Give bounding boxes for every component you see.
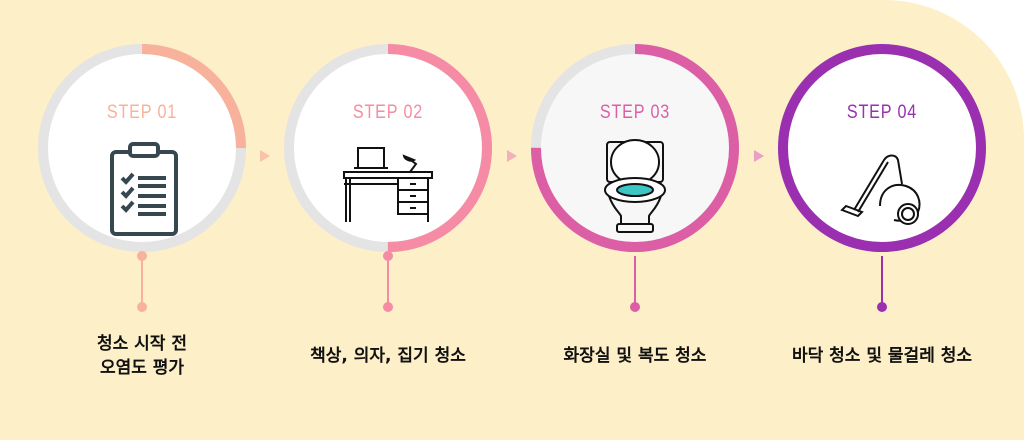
toilet-icon bbox=[604, 139, 666, 233]
arrow-icon bbox=[260, 150, 270, 162]
connector-line bbox=[881, 256, 883, 310]
caption-line: 청소 시작 전 bbox=[96, 334, 188, 354]
connector-dot bbox=[383, 251, 393, 261]
connector-dot bbox=[137, 302, 147, 312]
step-label: STEP 02 bbox=[352, 102, 424, 123]
arrow-icon bbox=[754, 150, 764, 162]
vacuum-cleaner-icon bbox=[840, 154, 921, 225]
step-caption: 바닥 청소 및 물걸레 청소 bbox=[762, 344, 1002, 368]
step-label: STEP 04 bbox=[846, 102, 918, 123]
step-caption: 책상, 의자, 집기 청소 bbox=[268, 344, 508, 368]
connector-line bbox=[141, 256, 143, 310]
progress-ring bbox=[284, 44, 492, 252]
caption-line: 책상, 의자, 집기 청소 bbox=[310, 346, 466, 366]
step-label: STEP 01 bbox=[106, 102, 178, 123]
caption-line: 바닥 청소 및 물걸레 청소 bbox=[791, 346, 973, 366]
arrow-icon bbox=[507, 150, 517, 162]
connector-dot bbox=[877, 302, 887, 312]
clipboard-checklist-icon bbox=[110, 142, 178, 236]
caption-line: 오염도 평가 bbox=[99, 358, 185, 378]
connector-dot bbox=[137, 251, 147, 261]
step-3: STEP 03 화장실 및 복도 청소 bbox=[515, 0, 755, 418]
caption-line: 화장실 및 복도 청소 bbox=[563, 346, 707, 366]
step-2: STEP 02 책상, 의자, 집기 청소 bbox=[268, 0, 508, 418]
step-label: STEP 03 bbox=[599, 102, 671, 123]
connector-dot bbox=[383, 302, 393, 312]
desk-icon bbox=[343, 147, 433, 222]
step-caption: 화장실 및 복도 청소 bbox=[515, 344, 755, 368]
connector-line bbox=[634, 256, 636, 310]
connector-dot bbox=[630, 302, 640, 312]
connector-line bbox=[387, 256, 389, 310]
progress-ring bbox=[778, 44, 986, 252]
step-4: STEP 04 바닥 청소 및 물걸레 청소 bbox=[762, 0, 1002, 418]
